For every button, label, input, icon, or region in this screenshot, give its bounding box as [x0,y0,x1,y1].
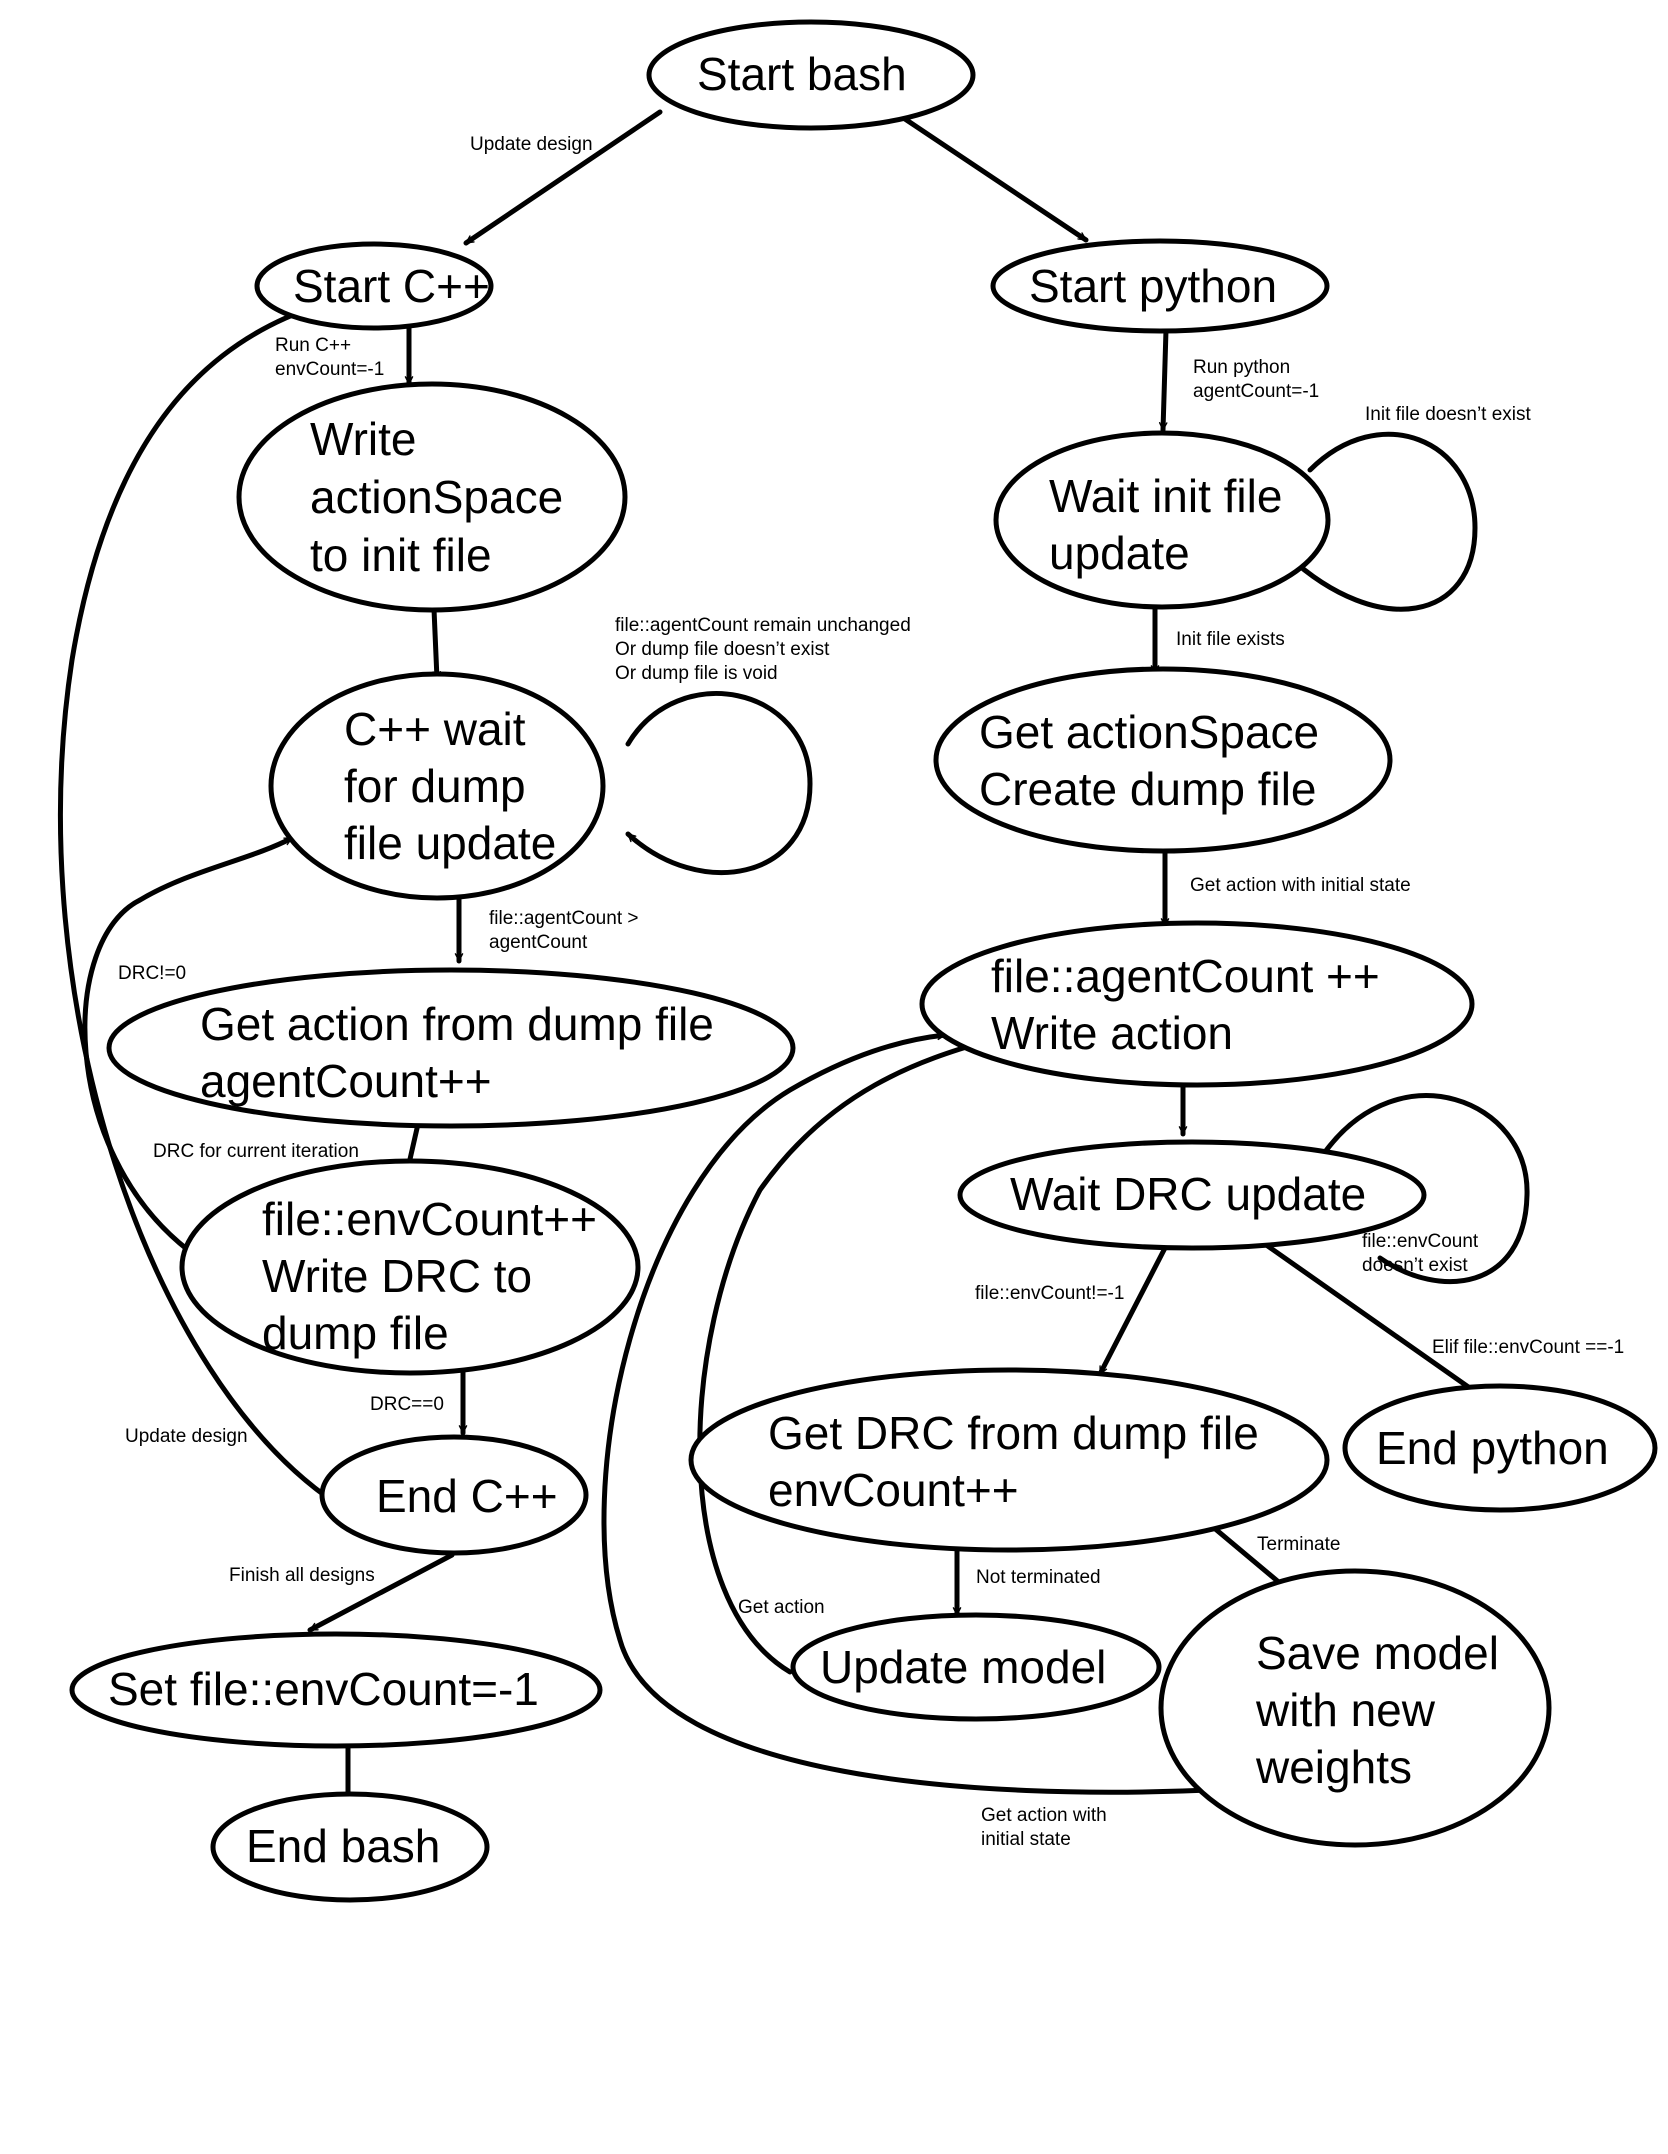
svg-text:End python: End python [1376,1422,1609,1474]
edge-wait-init-self-loop [1285,431,1478,612]
edge-wait-drc-to-get-drc [1097,1245,1168,1377]
edge-save-model-to-write-action [601,1031,1213,1795]
node-get-drc: Get DRC from dump file envCount++ [688,1367,1330,1553]
svg-text:Start python: Start python [1029,260,1277,312]
node-write-action-space: Write actionSpace to init file [236,381,628,613]
label-not-terminated: Not terminated [976,1567,1101,1588]
node-get-action-dump: Get action from dump file agentCount++ [106,967,796,1129]
label-get-action-initial: Get action with initial state [1190,875,1411,896]
node-end-python: End python [1342,1383,1658,1513]
svg-text:Start C++: Start C++ [293,260,490,312]
label-update-design-left: Update design [125,1426,248,1447]
edge-end-cpp-to-set-envcount [307,1552,455,1633]
edge-update-model-to-write-action [697,1037,993,1675]
node-update-model: Update model [790,1612,1162,1722]
label-init-exists: Init file exists [1176,629,1285,650]
label-run-python: Run python agentCount=-1 [1193,357,1319,402]
node-start-cpp: Start C++ [254,241,494,331]
label-elif-envcount: Elif file::envCount ==-1 [1432,1337,1624,1358]
svg-text:Get action from dump file: Get action from dump file agentCount++ [200,998,727,1107]
edge-start-bash-to-start-python [899,114,1089,243]
label-update-design-top: Update design [470,134,593,155]
label-agentcount-gt: file::agentCount > agentCount [489,908,644,953]
node-wait-init: Wait init file update [993,430,1331,610]
node-save-model: Save model with new weights [1158,1568,1552,1848]
node-start-bash: Start bash [646,19,976,131]
node-write-action: file::agentCount ++ Write action [919,920,1475,1088]
label-get-action-initial-2: Get action with initial state [981,1805,1112,1850]
node-end-cpp: End C++ [319,1434,589,1556]
node-start-python: Start python [990,238,1330,334]
svg-text:file::agentCount ++ Wr: file::agentCount ++ Write action [991,950,1393,1059]
label-init-not-exist: Init file doesn’t exist [1365,404,1532,425]
svg-text:Wait DRC update: Wait DRC update [1010,1168,1366,1220]
svg-text:Start bash: Start bash [697,48,907,100]
label-drc-eq-0: DRC==0 [370,1394,444,1415]
svg-text:C++ wait for dump: C++ wait for dump file update [344,703,556,869]
svg-text:Get actionSpace Create: Get actionSpace Create dump file [979,706,1332,815]
svg-text:Set file::envCount=-1: Set file::envCount=-1 [108,1663,539,1715]
svg-text:Write actionSpace: Write actionSpace to init file [310,413,576,581]
label-terminate: Terminate [1257,1534,1340,1555]
label-finish-all: Finish all designs [229,1565,375,1586]
edge-wait-drc-to-end-python [1259,1239,1497,1408]
label-run-cpp: Run C++ envCount=-1 [275,335,384,380]
label-cpp-wait-loop: file::agentCount remain unchanged Or dum… [615,615,916,684]
svg-text:Get DRC from dump file: Get DRC from dump file envCount++ [768,1407,1272,1516]
node-get-action-space: Get actionSpace Create dump file [933,666,1393,854]
svg-text:Wait init file update: Wait init file update [1049,470,1295,579]
edge-end-cpp-to-start-cpp [57,302,340,1507]
label-get-action: Get action [738,1597,825,1618]
edge-write-actionspace-to-cpp-wait [431,606,441,682]
node-cpp-wait-dump: C++ wait for dump file update [268,671,606,901]
svg-text:Save model with new: Save model with new weights [1255,1627,1512,1793]
label-envcount-ne: file::envCount!=-1 [975,1283,1124,1304]
svg-text:file::envCount++ Write: file::envCount++ Write DRC to dump file [262,1193,610,1359]
label-envcount-not-exist: file::envCount doesn’t exist [1362,1231,1483,1276]
svg-text:End bash: End bash [246,1820,440,1872]
edge-start-bash-to-start-cpp [463,109,663,246]
node-write-drc: file::envCount++ Write DRC to dump file [179,1158,641,1376]
node-wait-drc: Wait DRC update [957,1139,1427,1251]
svg-text:Update model: Update model [820,1641,1106,1693]
node-set-envcount: Set file::envCount=-1 [69,1631,603,1749]
edge-wait-drc-self-loop [1322,1093,1530,1285]
edge-start-python-to-wait-init [1158,327,1169,433]
label-drc-current: DRC for current iteration [153,1141,359,1162]
node-end-bash: End bash [210,1791,490,1903]
label-drc-ne-0: DRC!=0 [118,963,186,984]
svg-text:End C++: End C++ [376,1470,558,1522]
edge-cpp-wait-self-loop [625,691,813,876]
